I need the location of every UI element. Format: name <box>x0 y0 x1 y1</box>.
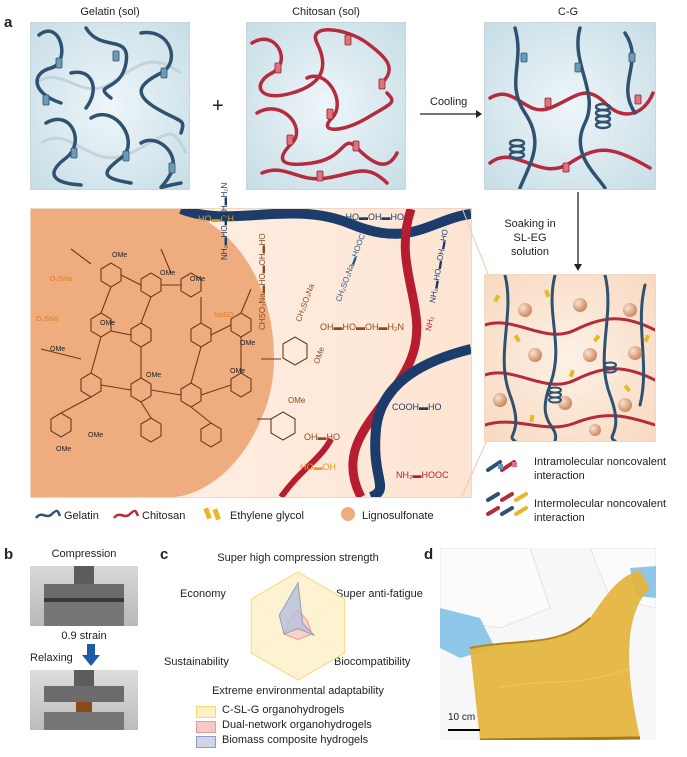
radar-axis-label-0: Super high compression strength <box>217 552 379 564</box>
soaking-arrow <box>574 192 582 271</box>
lignosulfonate-legend-icon <box>341 507 355 521</box>
radar-chart <box>250 571 346 681</box>
intermolecular-label-2: interaction <box>534 512 585 524</box>
soaking-label-3: solution <box>511 246 549 258</box>
cg-title: C-G <box>557 6 579 18</box>
compression-label: Compression <box>51 548 117 560</box>
soaking-label-1: Soaking in <box>504 218 556 230</box>
molecular-interaction-schematic <box>30 208 472 498</box>
chem-ome-8: OMe <box>230 368 246 375</box>
cg-network <box>484 22 656 190</box>
panel-a-letter: a <box>4 14 13 31</box>
intramolecular-label-2: interaction <box>534 470 585 482</box>
radar-axis-label-5: Economy <box>180 588 226 600</box>
chem-ome-6: OMe <box>50 346 66 353</box>
strain-label: 0.9 strain <box>61 630 107 642</box>
chem-ome-4: OMe <box>100 320 116 327</box>
ethylene-glycol-legend-icon <box>203 507 221 521</box>
chitosan-legend-label: Chitosan <box>142 510 186 522</box>
chem-cooh-ho: COOH▬HO <box>392 402 442 412</box>
panel-d-letter: d <box>424 546 434 563</box>
radar-axis-label-3: Extreme environmental adaptability <box>212 685 384 697</box>
radar-legend-swatch-0 <box>196 706 216 718</box>
chitosan-legend-icon <box>113 509 140 519</box>
gelatin-sol-network <box>30 22 190 190</box>
chem-ome-9: OMe <box>88 432 104 439</box>
chitosan-sol-network <box>246 22 406 190</box>
intramolecular-label-1: Intramolecular noncovalent <box>534 456 667 468</box>
chem-ome-3: OMe <box>190 276 206 283</box>
relaxing-label: Relaxing <box>30 652 73 664</box>
chem-ome-7: OMe <box>146 372 162 379</box>
intermolecular-label-1: Intermolecular noncovalent <box>534 498 667 510</box>
radar-axis-label-2: Biocompatibility <box>334 656 411 668</box>
chem-nh2-top: NH₂▬HO▬OH▬HO <box>320 212 404 222</box>
chem-ome-11: OMe <box>288 396 306 405</box>
panel-b-letter: b <box>4 546 14 563</box>
chitosan-sol-title: Chitosan (sol) <box>292 6 360 18</box>
radar-legend-label-0: C-SL-G organohydrogels <box>222 704 345 716</box>
scale-bar-label: 10 cm <box>448 712 476 723</box>
hydrogel-sheet-photo <box>440 548 656 740</box>
panel-c-letter: c <box>160 546 169 563</box>
chem-ho-oh-top: HO▬OH <box>198 214 234 224</box>
chem-ome-2: OMe <box>160 270 176 277</box>
radar-legend-label-1: Dual-network organohydrogels <box>222 719 372 731</box>
radar-axis-label-4: Sustainability <box>164 656 229 668</box>
chem-ome-5: OMe <box>240 340 256 347</box>
lignosulfonate-sphere <box>31 209 275 497</box>
plus-sign: + <box>212 95 224 117</box>
cooling-label: Cooling <box>430 96 468 108</box>
relaxing-arrow <box>82 644 100 666</box>
zoom-connector <box>461 207 489 497</box>
lignosulfonate-legend-label: Lignosulfonate <box>362 510 434 522</box>
chem-o3sna-1: O₃SNa <box>50 276 72 283</box>
chem-ome-10: OMe <box>56 446 72 453</box>
radar-legend-swatch-1 <box>196 721 216 733</box>
radar-series-2 <box>278 581 315 636</box>
chem-oh-h2n: OH▬HO▬OH▬H₂N <box>320 322 404 332</box>
intramolecular-icon <box>486 460 517 472</box>
chem-naso3: NaSO₃ <box>214 312 236 319</box>
ethylene-glycol-legend-label: Ethylene glycol <box>230 510 304 522</box>
chem-oh-ho: OH▬HO <box>304 432 340 442</box>
cooling-arrow <box>420 110 482 118</box>
compression-photo <box>30 566 138 626</box>
radar-axis-label-1: Super anti-fatigue <box>336 588 423 600</box>
cslg-network <box>484 274 656 442</box>
intermolecular-icon <box>486 492 528 516</box>
radar-legend-label-2: Biomass composite hydrogels <box>222 734 369 746</box>
gelatin-sol-title: Gelatin (sol) <box>80 6 140 18</box>
chem-o3sna-2: O₃SNa <box>36 316 58 323</box>
radar-legend-swatch-2 <box>196 736 216 748</box>
chem-ome-1: OMe <box>112 252 128 259</box>
chem-chso3na: CHSO₃Na▬HO▬OH▬HO <box>258 233 267 330</box>
chem-ho-oh-bottom: HO▬OH <box>300 462 336 472</box>
relaxing-photo <box>30 670 138 730</box>
gelatin-legend-icon <box>35 509 62 519</box>
chem-nh2-hooc: NH₂▬HOOC <box>396 470 449 480</box>
chem-nh2-vert: NH₂▬HO▬OH▬H₂N <box>220 182 229 260</box>
gelatin-legend-label: Gelatin <box>64 510 99 522</box>
soaking-label-2: SL-EG <box>513 232 547 244</box>
